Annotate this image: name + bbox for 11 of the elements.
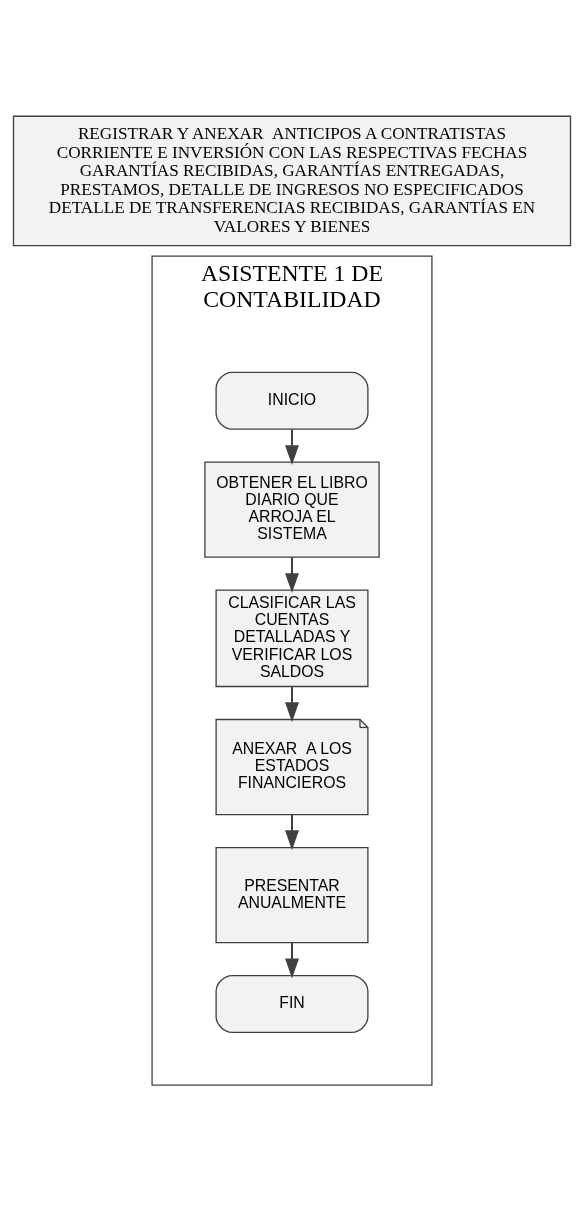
arrow <box>285 556 299 593</box>
arrow <box>285 813 299 851</box>
node-box: CLASIFICAR LAS CUENTAS DETALLADAS Y VERIFICAR LOS SALDOS <box>215 589 369 688</box>
arrow <box>285 428 299 466</box>
node-box: INICIO <box>215 371 369 430</box>
arrow <box>285 685 299 723</box>
arrow <box>285 941 299 979</box>
node-box: FIN <box>215 974 369 1033</box>
node-box: OBTENER EL LIBRO DIARIO QUE ARROJA EL SISTEMA <box>204 461 380 558</box>
node-box: PRESENTAR ANUALMENTE <box>215 846 369 944</box>
node-box: REGISTRAR Y ANEXAR ANTICIPOS A CONTRATISTAS CORRIENTE E INVERSIÓN CON LAS RESPECTIVAS FECHAS GARANTÍAS RECIBIDAS, GARANTÍAS ENTREGADAS, PRESTAMOS, DETALLE DE INGRESOS NO ESPECIFICADOS DETALLE DE TRANSFERENCIAS RECIBIDAS, GARANTÍAS EN VALORES Y BIENES <box>12 115 572 247</box>
